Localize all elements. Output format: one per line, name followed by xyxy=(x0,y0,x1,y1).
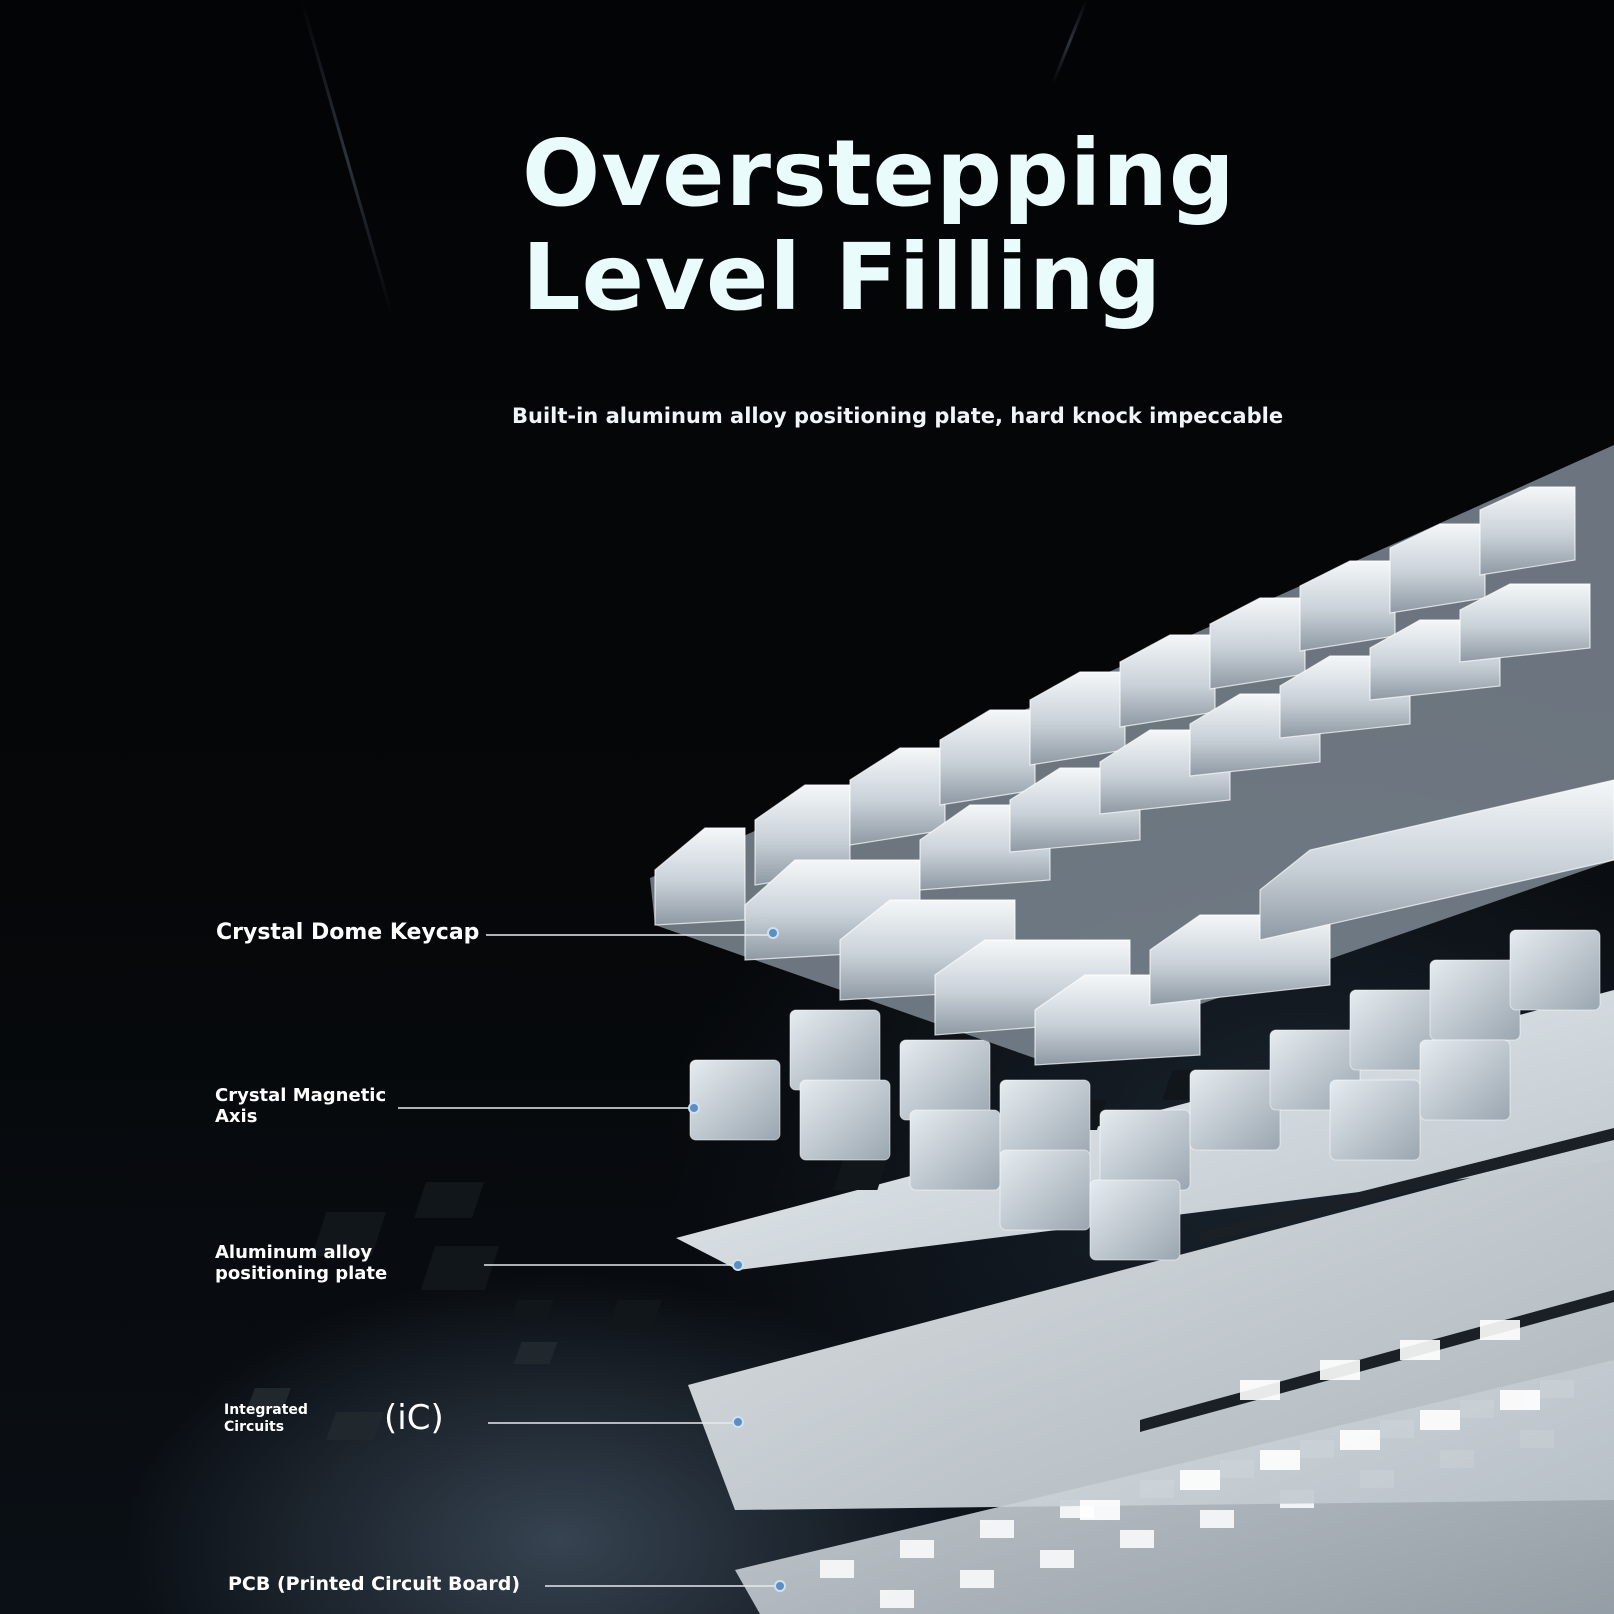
label-axis-line-1: Crystal Magnetic xyxy=(215,1085,387,1106)
keycap-layer xyxy=(650,445,1614,1066)
callout-lines xyxy=(398,934,780,1587)
callout-dot-plate xyxy=(732,1259,744,1271)
subtitle: Built-in aluminum alloy positioning plat… xyxy=(512,404,1284,428)
page-title: Overstepping Level Filling xyxy=(522,122,1236,330)
label-aluminum-alloy-plate: Aluminum alloy positioning plate xyxy=(215,1242,387,1284)
callout-dot-axis xyxy=(688,1102,700,1114)
label-plate-line-1: Aluminum alloy xyxy=(215,1242,373,1263)
label-integrated-circuits: Integrated Circuits xyxy=(224,1402,308,1436)
callout-dot-ic xyxy=(732,1416,744,1428)
label-crystal-magnetic-axis: Crystal Magnetic Axis xyxy=(215,1085,386,1127)
label-pcb: PCB (Printed Circuit Board) xyxy=(228,1573,521,1595)
callout-dots xyxy=(688,927,786,1592)
label-plate-line-2: positioning plate xyxy=(215,1263,388,1284)
ic-mark: (iC) xyxy=(384,1398,444,1438)
label-axis-line-2: Axis xyxy=(215,1106,258,1127)
label-ic-line-2: Circuits xyxy=(224,1419,285,1435)
label-crystal-dome-keycap: Crystal Dome Keycap xyxy=(216,920,480,945)
callout-dot-keycap xyxy=(767,927,779,939)
title-line-1: Overstepping xyxy=(522,120,1236,227)
label-ic-line-1: Integrated xyxy=(224,1402,308,1418)
callout-dot-pcb xyxy=(774,1580,786,1592)
title-line-2: Level Filling xyxy=(522,224,1163,331)
ic-layer xyxy=(246,1140,1614,1520)
switch-layer xyxy=(689,929,1601,1261)
